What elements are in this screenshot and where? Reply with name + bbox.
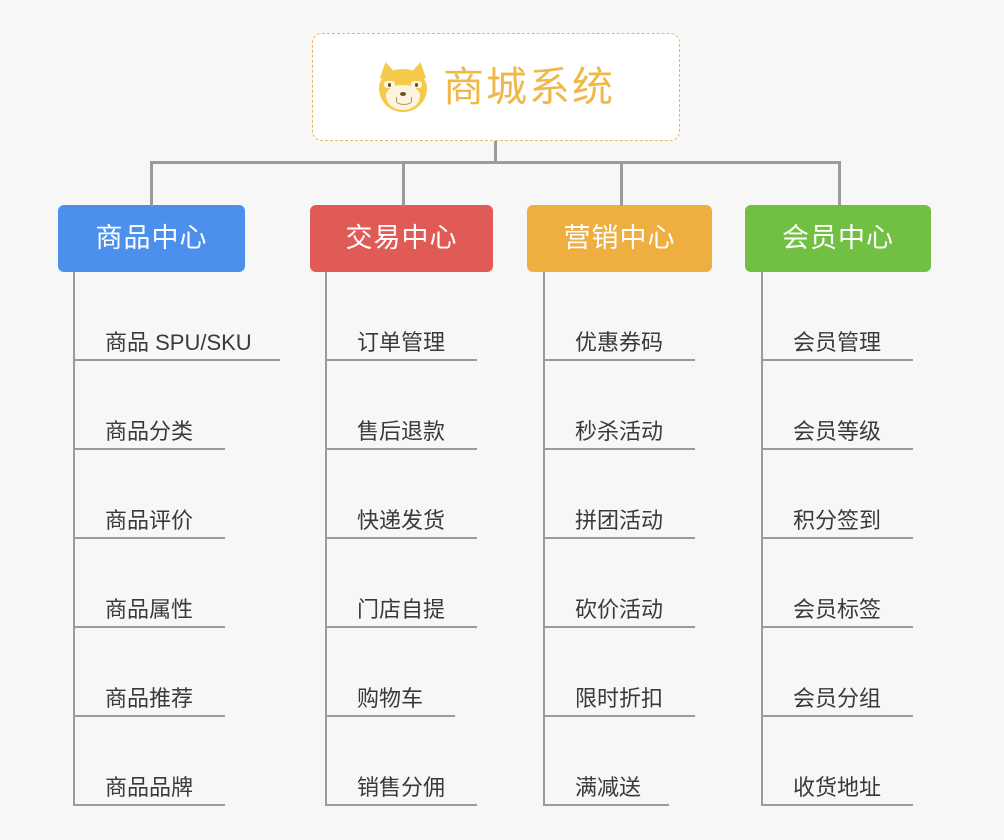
leaf-item[interactable]: 商品分类 [73,361,252,450]
leaf-underline [761,359,913,361]
leaf-item[interactable]: 会员管理 [761,272,913,361]
leaf-label: 售后退款 [357,418,446,444]
spine-connector-marketing-center [543,272,545,806]
category-label-product-center: 商品中心 [95,223,208,253]
leaf-item[interactable]: 会员标签 [761,539,913,628]
leaf-item[interactable]: 快递发货 [325,450,477,539]
leaf-list-trade-center: 订单管理售后退款快递发货门店自提购物车销售分佣 [325,272,477,806]
leaf-underline [543,626,695,628]
leaf-item[interactable]: 砍价活动 [543,539,695,628]
leaf-underline [543,804,669,806]
leaf-item[interactable]: 秒杀活动 [543,361,695,450]
leaf-label: 拼团活动 [575,507,664,533]
leaf-underline [761,537,913,539]
category-label-marketing-center: 营销中心 [563,223,676,253]
drop-connector-member-center [838,161,841,206]
category-label-trade-center: 交易中心 [345,223,458,253]
leaf-item[interactable]: 订单管理 [325,272,477,361]
leaf-underline [761,715,913,717]
leaf-label: 门店自提 [357,596,446,622]
leaf-label: 商品分类 [105,418,194,444]
leaf-underline [73,715,225,717]
category-node-member-center[interactable]: 会员中心 [745,205,931,272]
root-stem-connector [494,141,497,164]
leaf-item[interactable]: 收货地址 [761,717,913,806]
leaf-item[interactable]: 商品推荐 [73,628,252,717]
leaf-item[interactable]: 会员等级 [761,361,913,450]
spine-connector-member-center [761,272,763,806]
spine-connector-product-center [73,272,75,806]
leaf-item[interactable]: 拼团活动 [543,450,695,539]
drop-connector-marketing-center [620,161,623,206]
leaf-label: 商品属性 [105,596,194,622]
leaf-label: 限时折扣 [575,685,664,711]
leaf-list-product-center: 商品 SPU/SKU 商品分类商品评价商品属性商品推荐商品品牌 [73,272,280,806]
leaf-label: 积分签到 [793,507,882,533]
leaf-underline [325,626,477,628]
leaf-label: 会员标签 [793,596,882,622]
leaf-label: 会员管理 [793,329,882,355]
leaf-list-marketing-center: 优惠券码秒杀活动拼团活动砍价活动限时折扣满减送 [543,272,695,806]
leaf-item[interactable]: 满减送 [543,717,669,806]
leaf-underline [543,359,695,361]
leaf-item[interactable]: 商品 SPU/SKU [73,272,280,361]
category-node-marketing-center[interactable]: 营销中心 [527,205,712,272]
leaf-item[interactable]: 商品属性 [73,539,252,628]
leaf-label: 满减送 [575,774,642,800]
leaf-underline [73,448,225,450]
leaf-underline [73,359,280,361]
leaf-item[interactable]: 会员分组 [761,628,913,717]
shiba-dog-icon [376,60,430,112]
leaf-item[interactable]: 购物车 [325,628,455,717]
leaf-underline [325,804,477,806]
category-label-member-center: 会员中心 [782,223,894,253]
leaf-item[interactable]: 优惠券码 [543,272,695,361]
leaf-underline [73,804,225,806]
horizontal-bus-connector [150,161,839,164]
leaf-item[interactable]: 商品评价 [73,450,252,539]
leaf-underline [543,537,695,539]
leaf-item[interactable]: 积分签到 [761,450,913,539]
leaf-label: 商品推荐 [105,685,194,711]
leaf-underline [761,448,913,450]
leaf-label: 快递发货 [357,507,446,533]
leaf-underline [325,715,455,717]
drop-connector-trade-center [402,161,405,206]
root-title: 商城系统 [443,63,615,110]
leaf-underline [761,804,913,806]
leaf-label: 砍价活动 [575,596,664,622]
leaf-item[interactable]: 售后退款 [325,361,477,450]
leaf-label: 优惠券码 [575,329,664,355]
leaf-label: 商品品牌 [105,774,194,800]
leaf-label: 商品 SPU/SKU [105,329,252,355]
leaf-label: 订单管理 [357,329,446,355]
spine-connector-trade-center [325,272,327,806]
leaf-label: 会员等级 [793,418,882,444]
leaf-underline [543,448,695,450]
leaf-item[interactable]: 销售分佣 [325,717,477,806]
leaf-underline [325,537,477,539]
leaf-underline [325,448,477,450]
root-node[interactable]: 商城系统 [312,33,680,141]
leaf-label: 商品评价 [105,507,194,533]
leaf-underline [73,537,225,539]
category-node-trade-center[interactable]: 交易中心 [310,205,493,272]
leaf-underline [543,715,695,717]
leaf-underline [73,626,225,628]
leaf-item[interactable]: 限时折扣 [543,628,695,717]
drop-connector-product-center [150,161,153,206]
category-node-product-center[interactable]: 商品中心 [58,205,245,272]
leaf-underline [325,359,477,361]
leaf-label: 会员分组 [793,685,882,711]
leaf-underline [761,626,913,628]
leaf-label: 销售分佣 [357,774,446,800]
leaf-label: 购物车 [357,685,424,711]
leaf-list-member-center: 会员管理会员等级积分签到会员标签会员分组收货地址 [761,272,913,806]
leaf-label: 秒杀活动 [575,418,664,444]
leaf-label: 收货地址 [793,774,882,800]
leaf-item[interactable]: 商品品牌 [73,717,252,806]
leaf-item[interactable]: 门店自提 [325,539,477,628]
